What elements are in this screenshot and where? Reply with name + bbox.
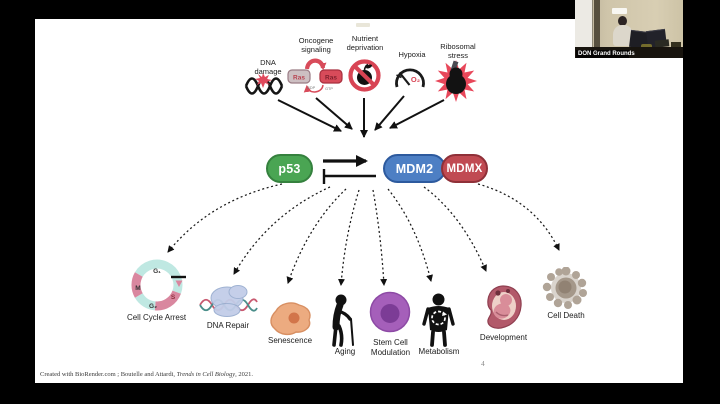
page-number: 4 xyxy=(481,359,485,368)
outcome-label-metabolism: Metabolism xyxy=(418,347,460,356)
gtp-label: GTP xyxy=(325,87,333,91)
collapsed-toolbar-dash xyxy=(356,23,370,27)
mdm2-label: MDM2 xyxy=(395,161,434,176)
o2-label: O₂ xyxy=(411,75,420,84)
apoptotic-cell-icon xyxy=(542,267,587,309)
cell-cycle-ring-icon: G₁ S G₂ M xyxy=(131,259,186,311)
outcome-label-dna-repair: DNA Repair xyxy=(206,321,250,330)
webcam-video[interactable]: DON Grand Rounds xyxy=(575,0,683,58)
footer-suffix: , 2021. xyxy=(235,371,253,378)
elderly-person-icon xyxy=(332,294,354,347)
ceiling-light xyxy=(612,8,627,14)
phase-m-label: M xyxy=(135,285,140,292)
fetus-icon xyxy=(487,285,522,329)
outcome-label-aging: Aging xyxy=(334,347,356,356)
presenter-body xyxy=(613,25,633,46)
dna-repair-icon xyxy=(199,285,258,317)
outcome-label-development: Development xyxy=(479,333,528,342)
outcome-label-stem-cell: Stem Cell Modulation xyxy=(370,338,411,357)
footer-journal: Trends in Cell Biology xyxy=(176,371,236,378)
projector-screen xyxy=(575,0,593,50)
ras-gdp-label: Ras xyxy=(293,75,305,82)
mdm2-node: MDM2 xyxy=(383,154,446,183)
screen-edge-shadow xyxy=(594,0,600,50)
phase-g2-label: G₂ xyxy=(149,303,157,310)
stressor-label-hypoxia: Hypoxia xyxy=(398,50,426,59)
desk-object xyxy=(641,44,652,49)
stem-cell-icon xyxy=(369,291,411,333)
stressor-label-dna-damage: DNA damage xyxy=(254,58,282,76)
lectern-desk xyxy=(575,47,683,58)
footer-prefix: Created with BioRender.com ; Boutelle an… xyxy=(40,371,177,378)
mdmx-node: MDMX xyxy=(441,154,488,183)
ribosome-stress-icon xyxy=(435,60,477,102)
no-food-icon xyxy=(348,59,381,92)
senescent-cell-icon xyxy=(270,302,311,336)
metabolism-person-icon xyxy=(422,293,455,347)
outcome-label-cell-cycle-arrest: Cell Cycle Arrest xyxy=(126,313,187,322)
presenter-head xyxy=(618,16,627,26)
slide-footer-citation: Created with BioRender.com ; Boutelle an… xyxy=(40,371,253,378)
outcome-label-senescence: Senescence xyxy=(267,336,313,345)
ras-gtp-label: Ras xyxy=(325,75,337,82)
ras-cycle-icon: Ras Ras GDP GTP xyxy=(287,58,343,93)
stressor-label-ribosomal: Ribosomal stress xyxy=(440,42,476,60)
phase-s-label: S xyxy=(171,294,176,301)
oxygen-gauge-icon: O₂ xyxy=(395,68,425,88)
dna-damage-icon xyxy=(244,73,284,95)
mdmx-label: MDMX xyxy=(446,162,483,175)
participant-name-label: DON Grand Rounds xyxy=(576,50,635,58)
p53-node: p53 xyxy=(266,154,313,183)
gdp-label: GDP xyxy=(307,86,316,90)
stressor-label-oncogene: Oncogene signaling xyxy=(298,36,334,54)
desk-object xyxy=(671,42,681,48)
outcome-label-cell-death: Cell Death xyxy=(547,311,585,320)
phase-g1-label: G₁ xyxy=(153,268,161,275)
p53-label: p53 xyxy=(278,161,301,176)
stressor-label-nutrient: Nutrient deprivation xyxy=(346,34,384,52)
